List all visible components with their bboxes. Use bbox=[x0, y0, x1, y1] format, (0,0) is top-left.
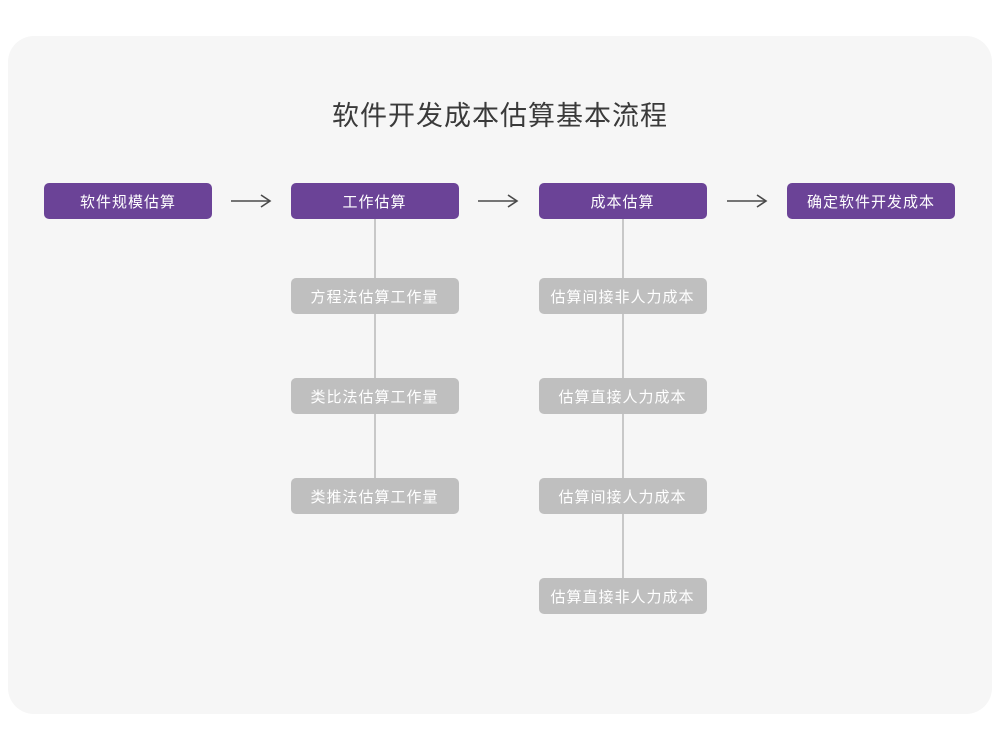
flow-node-label: 工作估算 bbox=[342, 193, 407, 211]
sub-node-label: 估算间接人力成本 bbox=[558, 488, 687, 506]
flow-node-label: 软件规模估算 bbox=[79, 193, 176, 211]
flow-node-label: 确定软件开发成本 bbox=[806, 193, 935, 211]
flow-arrow-icon bbox=[478, 194, 519, 208]
sub-node-label: 估算直接人力成本 bbox=[558, 388, 687, 406]
sub-node-analogy-method: 类比法估算工作量 bbox=[290, 378, 459, 414]
flow-node-determine-development-cost: 确定软件开发成本 bbox=[787, 183, 955, 219]
flow-arrow-icon bbox=[727, 194, 768, 208]
sub-node-direct-labor-cost: 估算直接人力成本 bbox=[538, 378, 707, 414]
sub-node-label: 类比法估算工作量 bbox=[310, 388, 439, 406]
sub-node-direct-nonlabor-cost: 估算直接非人力成本 bbox=[538, 578, 707, 614]
flow-node-software-scale-estimation: 软件规模估算 bbox=[44, 183, 212, 219]
flow-node-label: 成本估算 bbox=[590, 193, 655, 211]
flow-node-cost-estimation: 成本估算 bbox=[538, 183, 707, 219]
sub-node-label: 估算直接非人力成本 bbox=[550, 588, 695, 606]
connector-line-work-column bbox=[373, 219, 376, 496]
sub-node-label: 类推法估算工作量 bbox=[310, 488, 439, 506]
sub-node-indirect-nonlabor-cost: 估算间接非人力成本 bbox=[538, 278, 707, 314]
sub-node-indirect-labor-cost: 估算间接人力成本 bbox=[538, 478, 707, 514]
diagram-title: 软件开发成本估算基本流程 bbox=[332, 101, 668, 131]
sub-node-label: 方程法估算工作量 bbox=[310, 288, 439, 306]
flow-arrow-icon bbox=[231, 194, 272, 208]
flow-node-work-estimation: 工作估算 bbox=[290, 183, 459, 219]
sub-node-label: 估算间接非人力成本 bbox=[550, 288, 695, 306]
sub-node-extrapolation-method: 类推法估算工作量 bbox=[290, 478, 459, 514]
sub-node-equation-method: 方程法估算工作量 bbox=[290, 278, 459, 314]
diagram-card: 软件开发成本估算基本流程 软件规模估算 工作估算 成本估算 确定软件开发成本 bbox=[8, 36, 992, 714]
